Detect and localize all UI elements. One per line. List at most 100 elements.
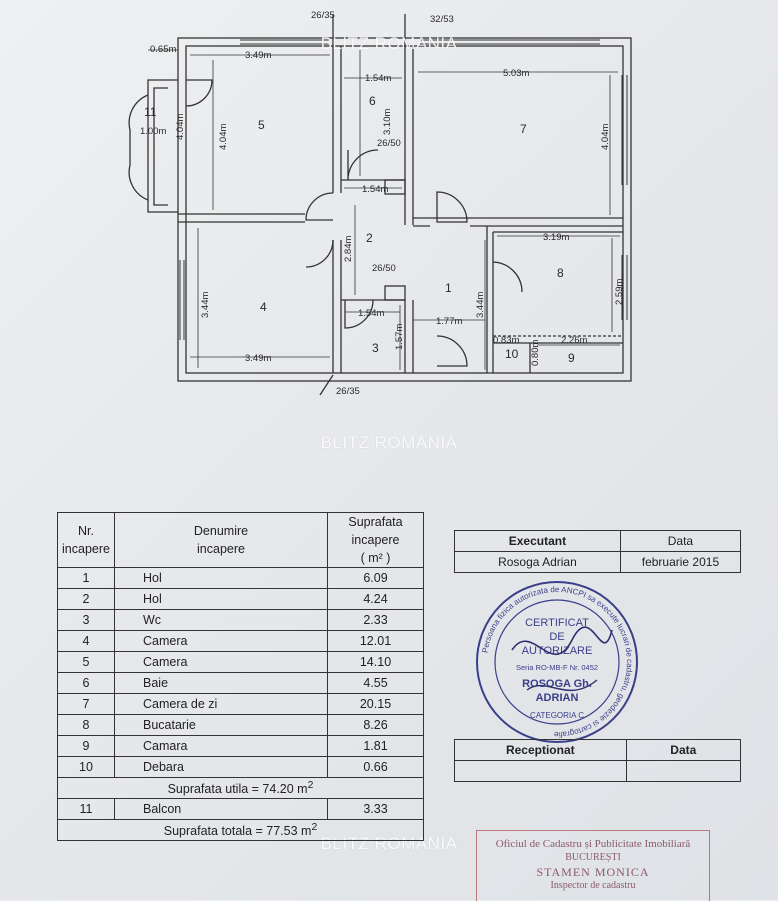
stamp-serie: Seria RO-MB-F Nr. 0452: [516, 663, 598, 672]
dim-6-height: 3.10m: [382, 109, 393, 135]
room-number-4: 4: [260, 300, 267, 314]
ocpi-stamp: Oficiul de Cadastru și Publicitate Imobi…: [476, 830, 710, 901]
dim-10-width: 0.83m: [493, 335, 519, 346]
dim-11-depth: 1.00m: [140, 126, 166, 137]
ocpi-line2: BUCUREȘTI: [565, 852, 621, 863]
dim-6-width: 1.54m: [365, 73, 391, 84]
cell-name: Bucatarie: [114, 714, 328, 736]
header-name: Denumire incapere: [114, 512, 328, 568]
cell-area: 3.33: [327, 798, 424, 820]
stamp-name2: ADRIAN: [536, 692, 579, 704]
authorization-stamp: Persoana fizica autorizata de ANCPI sa e…: [476, 581, 638, 743]
cell-area: 1.81: [327, 735, 424, 757]
dim-3-height: 1.57m: [394, 324, 405, 350]
cell-name: Wc: [114, 609, 328, 631]
cell-nr: 1: [57, 567, 115, 589]
cell-nr: 6: [57, 672, 115, 694]
grand-total: Suprafata totala = 77.53 m: [163, 824, 312, 839]
room-number-3: 3: [372, 341, 379, 355]
dim-3-width: 1.54m: [358, 308, 384, 319]
executant-table: Executant Data Rosoga Adrian februarie 2…: [454, 530, 742, 573]
header-nr: Nr. incapere: [57, 512, 115, 568]
dim-4-width: 3.49m: [245, 353, 271, 364]
receptionat-date-empty: [625, 760, 742, 782]
dim-11-width: 0.65m: [150, 44, 176, 55]
receptionat-empty: [454, 760, 627, 782]
cell-area: 12.01: [327, 630, 424, 652]
dim-2-width: 1.54m: [362, 184, 388, 195]
dim-2-height: 2.84m: [343, 236, 354, 262]
cell-name: Balcon: [114, 798, 328, 820]
dim-8-height: 2.59m: [614, 279, 625, 305]
watermark-middle: BLITZ ROMANIA: [320, 433, 458, 452]
cell-name: Camara: [114, 735, 328, 757]
dim-8-width: 3.19m: [543, 232, 569, 243]
dim-7-height: 4.04m: [600, 124, 611, 150]
room-number-1: 1: [445, 281, 452, 295]
cell-area: 14.10: [327, 651, 424, 673]
room-number-2: 2: [366, 231, 373, 245]
cell-area: 0.66: [327, 756, 424, 778]
dim-5-width: 3.49m: [245, 50, 271, 61]
receptionat-label: Receptionat: [454, 739, 627, 761]
cell-area: 20.15: [327, 693, 424, 715]
util-total-row: Suprafata utila = 74.20 m2: [57, 777, 424, 799]
cell-area: 4.24: [327, 588, 424, 610]
signature: [511, 626, 613, 655]
executant-date: februarie 2015: [619, 551, 742, 573]
cell-name: Baie: [114, 672, 328, 694]
room-number-7: 7: [520, 122, 527, 136]
room-number-8: 8: [557, 266, 564, 280]
wall-mark-mid-upper: 26/50: [377, 138, 401, 149]
cell-nr: 3: [57, 609, 115, 631]
door-6: [347, 149, 379, 181]
rooms-table: Nr. incapere Denumire incapere Suprafata…: [57, 512, 424, 841]
door-3: [344, 299, 374, 329]
cell-area: 4.55: [327, 672, 424, 694]
room-number-6: 6: [369, 94, 376, 108]
executant-date-label: Data: [619, 530, 742, 552]
dim-1-height: 3.44m: [475, 292, 486, 318]
wall-mark-mid-lower: 26/50: [372, 263, 396, 274]
cell-nr: 9: [57, 735, 115, 757]
stamp-line3: AUTORIZARE: [522, 645, 593, 657]
ocpi-line3: STAMEN MONICA: [536, 865, 650, 879]
table-header-row: Nr. incapere Denumire incapere Suprafata…: [57, 512, 424, 568]
wall-mark-top-left: 26/35: [311, 10, 335, 21]
dim-4-height: 3.44m: [200, 292, 211, 318]
wall-mark-bottom: 26/35: [336, 386, 360, 397]
util-total: Suprafata utila = 74.20 m: [167, 782, 308, 797]
stamp-categoria: CATEGORIA C: [530, 711, 584, 720]
cell-name: Camera: [114, 630, 328, 652]
cell-nr: 10: [57, 756, 115, 778]
room-number-11: 11: [144, 105, 157, 119]
cell-nr: 11: [57, 798, 115, 820]
dim-5-height: 4.04m: [218, 124, 229, 150]
receptionat-table: Receptionat Data: [454, 739, 742, 782]
cell-name: Hol: [114, 567, 328, 589]
floor-plan: 26/35 32/53 26/35 26/50 26/50 0.65m 1.00…: [128, 10, 632, 397]
ocpi-line1: Oficiul de Cadastru și Publicitate Imobi…: [495, 838, 691, 850]
dim-11-length: 4.04m: [175, 114, 186, 140]
dim-10-height: 0.80m: [530, 340, 541, 366]
stamp-name1: ROSOGA Gh.: [522, 678, 592, 690]
grand-total-row: Suprafata totala = 77.53 m2: [57, 819, 424, 841]
ocpi-line4: Inspector de cadastru: [550, 880, 636, 891]
room-number-5: 5: [258, 118, 265, 132]
door-5: [305, 192, 334, 221]
room-number-9: 9: [568, 351, 575, 365]
stamp-line2: DE: [549, 631, 564, 643]
cell-name: Debara: [114, 756, 328, 778]
door-4: [305, 239, 334, 268]
